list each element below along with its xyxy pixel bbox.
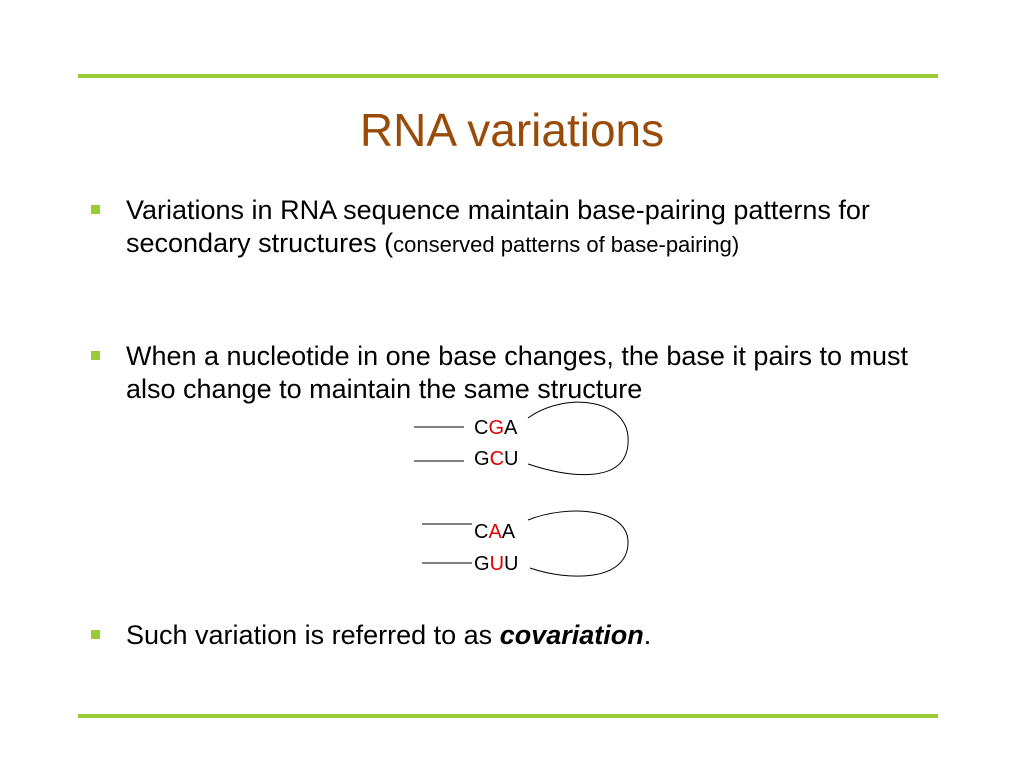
bullet-2-text: When a nucleotide in one base changes, t… [126, 341, 908, 404]
bullet-square-icon [91, 205, 100, 214]
bullet-1: Variations in RNA sequence maintain base… [91, 194, 926, 261]
bullet-square-icon [91, 630, 100, 639]
bullet-1-text: Variations in RNA sequence maintain base… [126, 195, 870, 258]
sequence-guu: GUU [474, 553, 518, 575]
hairpin-loop [527, 510, 629, 577]
base-highlight: C [489, 448, 505, 470]
base: U [504, 448, 519, 470]
base: G [474, 553, 490, 575]
bullet-3-text: Such variation is referred to as [126, 620, 500, 650]
base: C [474, 417, 489, 439]
top-divider [78, 74, 938, 78]
hairpin-loop [527, 401, 629, 476]
base: A [504, 417, 518, 439]
bullet-2: When a nucleotide in one base changes, t… [91, 340, 926, 406]
base-highlight: G [488, 417, 505, 439]
bullet-3: Such variation is referred to as covaria… [91, 619, 926, 652]
base: G [474, 448, 490, 470]
covariation-term: covariation [499, 620, 644, 650]
base: C [474, 521, 489, 543]
slide-title: RNA variations [359, 104, 665, 156]
sequence-caa: CAA [474, 521, 515, 543]
base-highlight: U [489, 553, 505, 575]
base: A [501, 521, 516, 543]
sequence-gcu: GCU [474, 448, 518, 470]
base-highlight: A [488, 521, 502, 543]
bullet-1-note: conserved patterns of base-pairing) [393, 232, 740, 257]
sequence-cga: CGA [474, 417, 517, 439]
stem-loop-lines [414, 401, 629, 577]
bottom-divider [78, 714, 938, 718]
base: U [504, 553, 519, 575]
bullet-square-icon [91, 351, 100, 360]
bullet-3-suffix: . [643, 620, 652, 650]
covariation-diagram: CGA GCU CAA GUU [400, 396, 660, 586]
